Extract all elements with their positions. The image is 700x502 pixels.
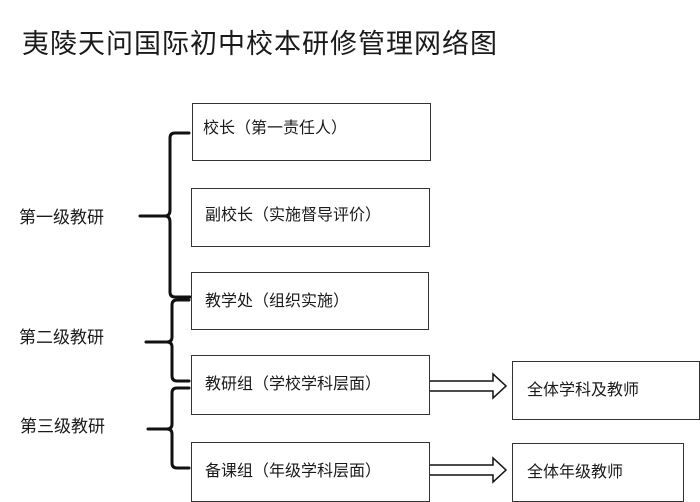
bracket-level-3 <box>165 386 191 470</box>
box-label: 教研组（学校学科层面） <box>205 374 382 393</box>
box-lesson-prep-group: 备课组（年级学科层面） <box>191 442 430 502</box>
box-vice-principal: 副校长（实施督导评价） <box>191 188 430 247</box>
bracket-level-2 <box>165 298 191 383</box>
diagram-title: 夷陵天问国际初中校本研修管理网络图 <box>22 29 498 60</box>
box-label: 副校长（实施督导评价） <box>205 205 382 224</box>
level-1-label: 第一级教研 <box>19 208 104 228</box>
bracket-level-1 <box>163 131 192 299</box>
target-all-subjects-teachers: 全体学科及教师 <box>512 361 700 420</box>
target-label: 全体学科及教师 <box>527 380 640 399</box>
box-label: 教学处（组织实施） <box>205 291 350 310</box>
target-label: 全体年级教师 <box>527 462 624 481</box>
level-3-label: 第三级教研 <box>20 417 105 437</box>
box-principal: 校长（第一责任人） <box>192 103 431 161</box>
box-label: 校长（第一责任人） <box>203 118 348 137</box>
box-teaching-research-group: 教研组（学校学科层面） <box>191 355 430 415</box>
box-teaching-office: 教学处（组织实施） <box>191 272 429 330</box>
arrow-2 <box>427 456 508 484</box>
arrow-1 <box>427 372 508 400</box>
box-label: 备课组（年级学科层面） <box>205 461 382 480</box>
level-2-label: 第二级教研 <box>19 328 104 348</box>
target-all-grade-teachers: 全体年级教师 <box>512 443 684 502</box>
